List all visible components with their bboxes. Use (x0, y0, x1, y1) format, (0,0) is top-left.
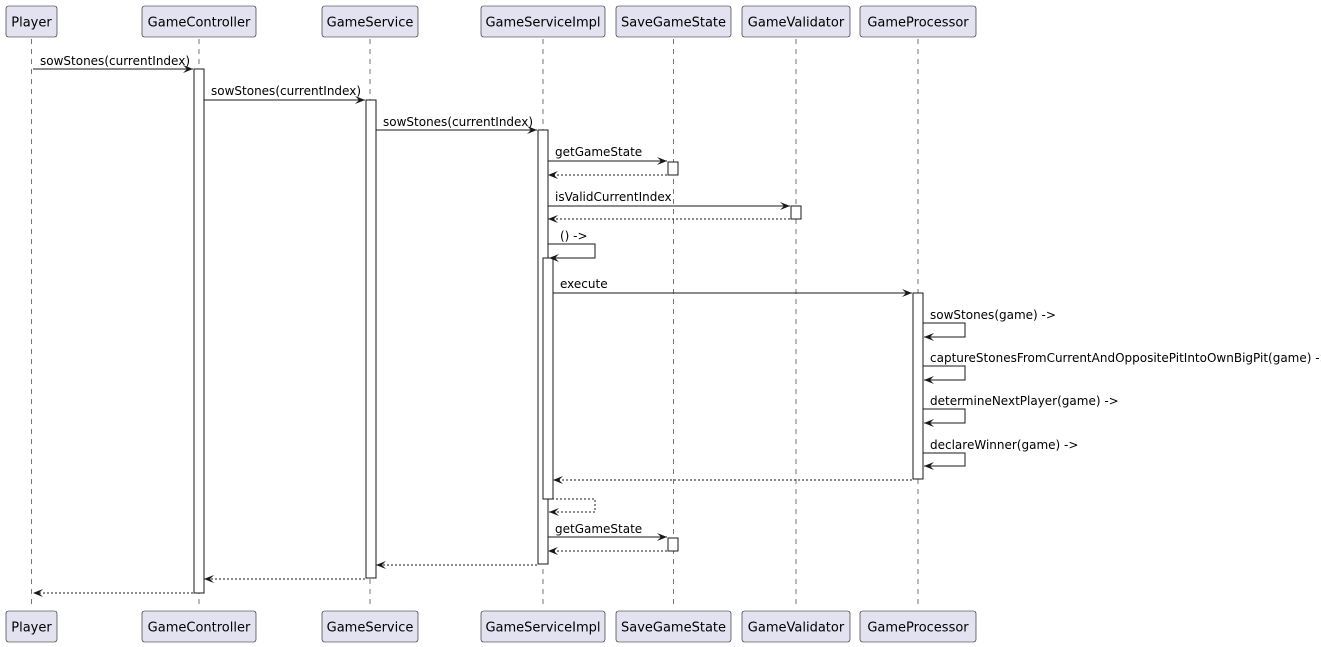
participant-gamecontroller-top: GameController (141, 5, 257, 38)
self-message: captureStonesFromCurrentAndOppositePitIn… (923, 351, 1321, 384)
participant-label: SaveGameState (621, 621, 726, 636)
return-message (548, 215, 790, 223)
participant-savegamestate-bottom: SaveGameState (615, 610, 732, 643)
call-message: sowStones(currentIndex) (376, 115, 537, 134)
arrowhead (549, 254, 559, 262)
activation-bar-gamevalidator (790, 205, 802, 220)
message-line (923, 365, 966, 381)
message-label: sowStones(currentIndex) (211, 84, 361, 98)
message-label: execute (560, 277, 608, 291)
arrowhead (527, 126, 537, 134)
message-label: isValidCurrentIndex (555, 190, 672, 204)
message-line (548, 243, 596, 259)
participant-label: Player (11, 621, 52, 636)
participant-gamecontroller-bottom: GameController (141, 610, 257, 643)
message-label: () -> (560, 229, 588, 243)
participant-gamevalidator-bottom: GameValidator (741, 610, 851, 643)
participant-gameserviceimpl-top: GameServiceImpl (480, 5, 606, 38)
arrowhead (924, 419, 934, 427)
message-line (923, 452, 966, 467)
message-label: declareWinner(game) -> (930, 438, 1078, 452)
arrowhead (549, 508, 559, 516)
message-label: captureStonesFromCurrentAndOppositePitIn… (930, 351, 1321, 365)
return-message (548, 171, 667, 179)
arrowhead (183, 65, 193, 73)
return-message (33, 589, 193, 597)
arrowhead (376, 561, 386, 569)
return-message (376, 561, 537, 569)
participant-label: GameValidator (748, 16, 845, 31)
arrowhead (924, 333, 934, 341)
activation-bar-gameprocessor (912, 292, 924, 480)
participant-player-top: Player (5, 5, 58, 38)
arrowhead (355, 96, 365, 104)
message-line (923, 408, 966, 424)
participant-gamevalidator-top: GameValidator (741, 5, 851, 38)
arrowhead (548, 171, 558, 179)
participant-player-bottom: Player (5, 610, 58, 643)
arrowhead (548, 215, 558, 223)
participant-label: GameServiceImpl (485, 16, 600, 31)
participant-label: GameServiceImpl (485, 621, 600, 636)
participant-savegamestate-top: SaveGameState (615, 5, 732, 38)
participant-label: GameService (327, 621, 414, 636)
arrowhead (657, 533, 667, 541)
participant-label: GameController (148, 16, 251, 31)
message-label: sowStones(currentIndex) (40, 54, 190, 68)
activation-bar-gamecontroller (193, 68, 205, 594)
message-label: sowStones(game) -> (930, 308, 1056, 322)
message-label: getGameState (555, 522, 642, 536)
arrowhead (924, 462, 934, 470)
call-message: isValidCurrentIndex (548, 190, 790, 210)
arrowhead (553, 476, 563, 484)
self-message: () -> (548, 229, 596, 262)
self-message: declareWinner(game) -> (923, 438, 1078, 470)
call-message: getGameState (548, 145, 667, 165)
arrowhead (924, 376, 934, 384)
arrowhead (902, 289, 912, 297)
return-message (553, 476, 912, 484)
activation-bar-savegamestate (667, 161, 679, 176)
participant-gameprocessor-top: GameProcessor (859, 5, 977, 38)
participant-label: GameService (327, 16, 414, 31)
arrowhead (657, 157, 667, 165)
call-message: sowStones(currentIndex) (204, 84, 365, 104)
message-label: determineNextPlayer(game) -> (930, 394, 1119, 408)
participant-gameservice-top: GameService (321, 5, 419, 38)
activation-bar-savegamestate (667, 537, 679, 552)
participant-gameserviceimpl-bottom: GameServiceImpl (480, 610, 606, 643)
arrowhead (780, 202, 790, 210)
activation-bar-gameserviceimpl (542, 257, 554, 500)
participant-label: GameController (148, 621, 251, 636)
call-message: sowStones(currentIndex) (33, 54, 193, 73)
participant-gameservice-bottom: GameService (321, 610, 419, 643)
self-message: sowStones(game) -> (923, 308, 1056, 341)
return-message (548, 547, 667, 555)
self-message: determineNextPlayer(game) -> (923, 394, 1119, 427)
call-message: execute (553, 277, 912, 297)
message-line (548, 498, 596, 513)
activation-bar-gameservice (365, 99, 377, 579)
call-message: getGameState (548, 522, 667, 541)
return-message (548, 498, 596, 516)
arrowhead (33, 589, 43, 597)
participant-label: SaveGameState (621, 16, 726, 31)
message-label: getGameState (555, 145, 642, 159)
arrowhead (548, 547, 558, 555)
return-message (204, 575, 365, 583)
arrowhead (204, 575, 214, 583)
participant-label: GameProcessor (867, 621, 969, 636)
participant-label: GameValidator (748, 621, 845, 636)
participant-label: Player (11, 16, 52, 31)
participant-label: GameProcessor (867, 16, 969, 31)
message-line (923, 322, 966, 338)
message-label: sowStones(currentIndex) (383, 115, 533, 129)
participant-gameprocessor-bottom: GameProcessor (859, 610, 977, 643)
